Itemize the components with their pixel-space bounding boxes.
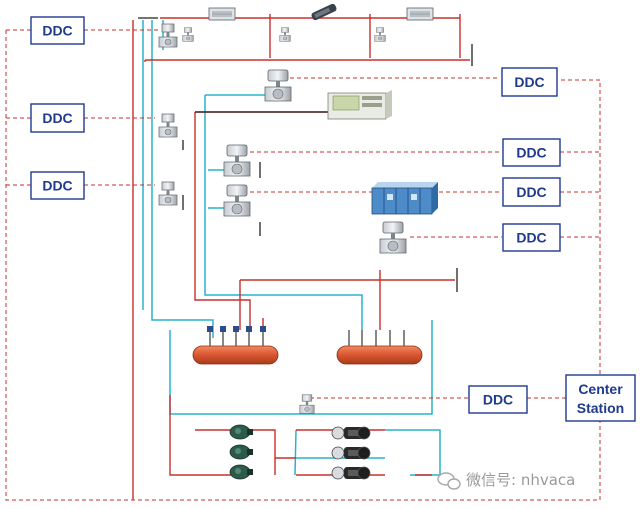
ddc-controller-2: DDC (30, 103, 85, 133)
pipe-caps (138, 17, 473, 292)
valve-actuator-icon (264, 69, 292, 102)
chiller-icon (331, 466, 371, 480)
bypass-valve-icon (299, 394, 315, 414)
pump-icon (229, 424, 254, 440)
valve-actuator-icon (182, 27, 194, 42)
valve-actuator-icon (158, 181, 178, 206)
chiller-icon (331, 426, 371, 440)
valve-actuator-icon (279, 27, 291, 42)
center-station-box: Center Station (565, 374, 636, 422)
valve-actuator-icon (158, 23, 178, 48)
valve-actuator-icon (223, 144, 251, 177)
supply-header-tank-icon (192, 326, 279, 365)
fan-coil-unit-2 (311, 3, 337, 21)
svg-text:DDC: DDC (514, 74, 544, 90)
watermark-text: 微信号: nhvaca (466, 471, 575, 489)
air-handling-unit-icon (371, 182, 438, 215)
wechat-watermark: 微信号: nhvaca (437, 471, 575, 490)
ddc-controller-1: DDC (30, 16, 85, 45)
ddc-controller-6: DDC (502, 177, 561, 207)
valve-actuator-icon (379, 221, 407, 254)
ddc-controller-5: DDC (502, 138, 561, 167)
wechat-logo-icon (437, 472, 461, 490)
svg-text:DDC: DDC (516, 184, 546, 200)
ddc-controller-4: DDC (501, 67, 558, 97)
pump-icon (229, 444, 254, 460)
svg-text:DDC: DDC (516, 145, 546, 161)
ddc-controller-7: DDC (502, 223, 561, 252)
return-header-tank-icon (336, 330, 423, 365)
signal-lines (5, 29, 601, 501)
chiller-icon (331, 446, 371, 460)
fan-coil-unit-3 (406, 7, 434, 21)
fan-coil-unit-1 (208, 7, 236, 21)
valve-actuator-icon (158, 113, 178, 138)
valve-actuator-icon (374, 27, 386, 42)
supply-pipe-network (132, 14, 470, 500)
ddc-controller-3: DDC (30, 171, 85, 200)
svg-text:DDC: DDC (516, 230, 546, 246)
svg-text:DDC: DDC (42, 178, 72, 194)
valve-actuator-icon (223, 184, 251, 217)
pump-icon (229, 464, 254, 480)
center-station-label-line2: Station (577, 400, 624, 416)
heat-exchanger-box-icon (327, 90, 392, 120)
svg-text:DDC: DDC (483, 392, 513, 408)
ddc-controller-8: DDC (468, 385, 528, 414)
center-station-label-line1: Center (578, 381, 623, 397)
svg-text:DDC: DDC (42, 110, 72, 126)
svg-text:DDC: DDC (42, 23, 72, 39)
